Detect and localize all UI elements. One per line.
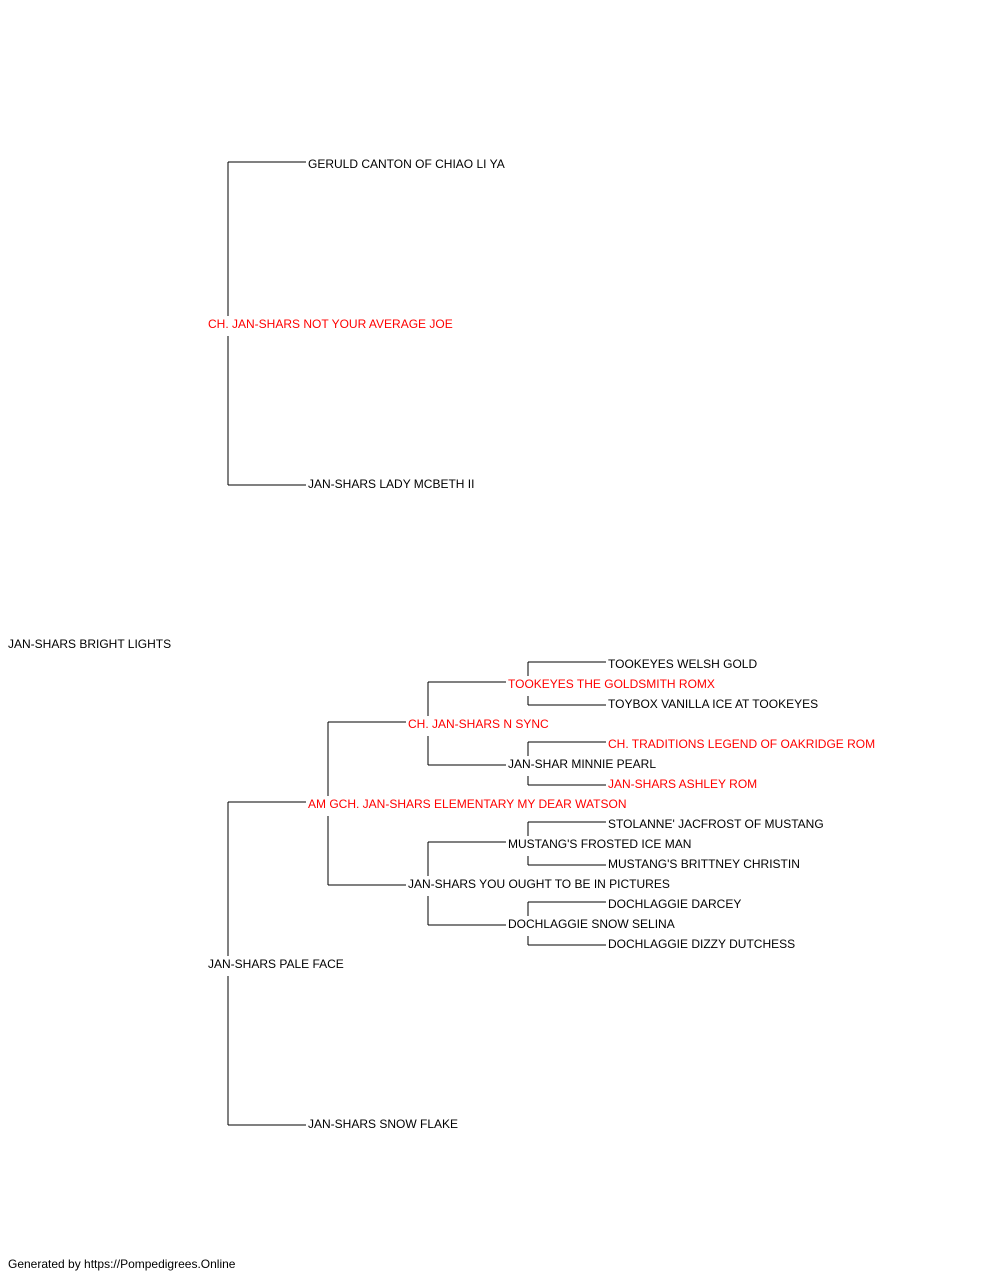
pedigree-entry-dam-sire-sire-sire[interactable]: TOOKEYES THE GOLDSMITH ROMX bbox=[508, 677, 717, 691]
pedigree-entry-dam-sire-sire-sire-dam[interactable]: TOYBOX VANILLA ICE AT TOOKEYES bbox=[608, 697, 821, 711]
pedigree-entry-dam-sire-dam-dam[interactable]: DOCHLAGGIE SNOW SELINA bbox=[508, 917, 677, 931]
pedigree-entry-subject[interactable]: JAN-SHARS BRIGHT LIGHTS bbox=[8, 637, 174, 651]
pedigree-entry-sire-sire[interactable]: GERULD CANTON OF CHIAO LI YA bbox=[308, 157, 507, 171]
pedigree-entry-dam-sire-dam-sire[interactable]: MUSTANG'S FROSTED ICE MAN bbox=[508, 837, 694, 851]
pedigree-entry-dam-sire-sire-sire-sire[interactable]: TOOKEYES WELSH GOLD bbox=[608, 657, 760, 671]
pedigree-entry-dam-sire-dam-dam-dam[interactable]: DOCHLAGGIE DIZZY DUTCHESS bbox=[608, 937, 798, 951]
pedigree-entry-dam-sire-dam-sire-sire[interactable]: STOLANNE' JACFROST OF MUSTANG bbox=[608, 817, 826, 831]
pedigree-entry-dam-dam[interactable]: JAN-SHARS SNOW FLAKE bbox=[308, 1117, 461, 1131]
pedigree-entry-dam-sire-sire[interactable]: CH. JAN-SHARS N SYNC bbox=[408, 717, 551, 731]
pedigree-entry-sire[interactable]: CH. JAN-SHARS NOT YOUR AVERAGE JOE bbox=[208, 317, 455, 331]
pedigree-entry-dam-sire-dam[interactable]: JAN-SHARS YOU OUGHT TO BE IN PICTURES bbox=[408, 877, 672, 891]
pedigree-entry-sire-dam[interactable]: JAN-SHARS LADY MCBETH II bbox=[308, 477, 477, 491]
pedigree-entry-dam-sire-sire-dam-sire[interactable]: CH. TRADITIONS LEGEND OF OAKRIDGE ROM bbox=[608, 737, 878, 751]
pedigree-entry-dam[interactable]: JAN-SHARS PALE FACE bbox=[208, 957, 346, 971]
pedigree-entry-dam-sire-sire-dam-dam[interactable]: JAN-SHARS ASHLEY ROM bbox=[608, 777, 760, 791]
footer-credit[interactable]: Generated by https://Pompedigrees.Online bbox=[8, 1257, 236, 1271]
pedigree-entry-dam-sire-sire-dam[interactable]: JAN-SHAR MINNIE PEARL bbox=[508, 757, 659, 771]
pedigree-entry-dam-sire[interactable]: AM GCH. JAN-SHARS ELEMENTARY MY DEAR WAT… bbox=[308, 797, 629, 811]
pedigree-entry-dam-sire-dam-sire-dam[interactable]: MUSTANG'S BRITTNEY CHRISTIN bbox=[608, 857, 802, 871]
pedigree-entry-dam-sire-dam-dam-sire[interactable]: DOCHLAGGIE DARCEY bbox=[608, 897, 744, 911]
